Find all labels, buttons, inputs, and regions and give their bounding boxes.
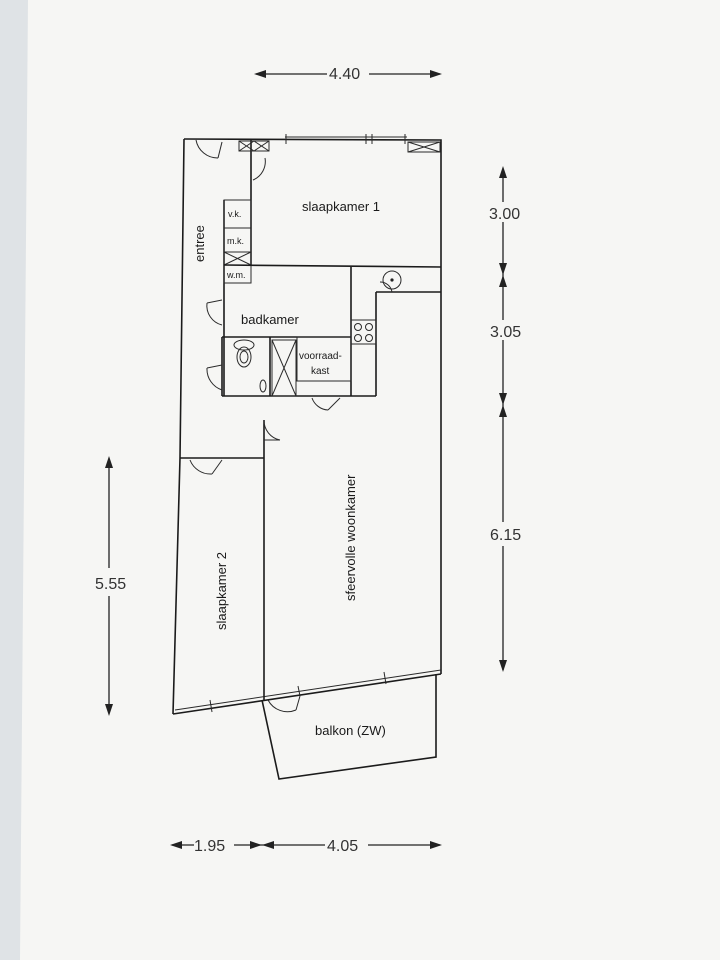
label-slaapkamer1: slaapkamer 1 — [302, 199, 380, 214]
dimension-right: 3.00 3.05 6.15 — [489, 166, 521, 672]
label-woonkamer: sfeervolle woonkamer — [343, 474, 358, 601]
toilet-small-icon — [259, 379, 267, 393]
dim-bottom-right: 4.05 — [327, 838, 358, 855]
label-slaapkamer2: slaapkamer 2 — [214, 552, 229, 630]
dim-bottom-left: 1.95 — [194, 838, 225, 855]
balcony-outline — [261, 674, 437, 780]
label-balkon: balkon (ZW) — [315, 723, 386, 738]
dim-left-height: 5.55 — [95, 576, 126, 593]
dim-right-1: 3.00 — [489, 206, 520, 223]
cooktop-icon — [350, 319, 377, 345]
dim-top-width: 4.40 — [329, 66, 360, 83]
windows — [209, 134, 441, 713]
dim-right-2: 3.05 — [490, 324, 521, 341]
dimension-bottom: 1.95 4.05 — [170, 838, 442, 855]
toilet-icon — [236, 346, 252, 368]
dimension-left: 5.55 — [95, 456, 126, 716]
dimension-top: 4.40 — [254, 66, 442, 83]
fixtures — [233, 270, 402, 397]
dim-right-3: 6.15 — [490, 527, 521, 544]
label-entree: entree — [192, 225, 207, 262]
interior-walls — [180, 140, 442, 700]
label-wm: w.m. — [226, 270, 246, 280]
kitchen-sink-icon — [382, 270, 402, 290]
label-mk: m.k. — [227, 236, 244, 246]
label-vk: v.k. — [228, 209, 241, 219]
bathroom-sink-icon — [233, 339, 255, 351]
doors — [189, 139, 393, 713]
label-voorraadkast-line1: voorraad- — [299, 351, 342, 362]
bath-cabinet-icon — [271, 339, 297, 397]
label-badkamer: badkamer — [241, 312, 299, 327]
label-voorraadkast-line2: kast — [311, 366, 330, 377]
